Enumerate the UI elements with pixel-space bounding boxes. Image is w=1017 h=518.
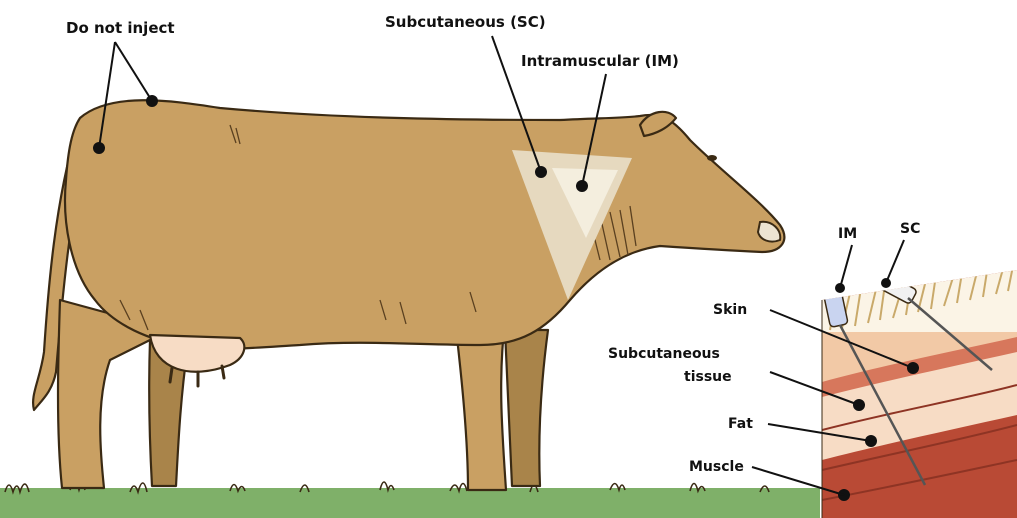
cow-illustration: [33, 100, 784, 490]
skin-label: Skin: [713, 302, 747, 318]
do-not-inject-marker-hip: [93, 142, 105, 154]
cow-front-leg-far: [505, 330, 548, 486]
cow-eye: [707, 155, 717, 161]
cow-body: [65, 100, 784, 349]
sc-needle-label: SC: [900, 221, 920, 237]
do-not-inject-label: Do not inject: [66, 19, 175, 37]
intramuscular-marker: [576, 180, 588, 192]
do-not-inject-marker-back: [146, 95, 158, 107]
intramuscular-label: Intramuscular (IM): [521, 52, 679, 70]
sc-needle-annotation: SC: [881, 221, 920, 288]
im-needle-annotation: IM: [835, 226, 857, 293]
im-needle-label: IM: [838, 226, 857, 242]
hair-layer: [822, 260, 1017, 332]
subcutaneous-tissue-label-line2: tissue: [684, 369, 732, 385]
grass-ground: [0, 482, 820, 518]
subcutaneous-tissue-annotation: Subcutaneous tissue: [608, 346, 859, 405]
fat-label: Fat: [728, 416, 753, 432]
subcutaneous-marker: [535, 166, 547, 178]
subcutaneous-tissue-label-line1: Subcutaneous: [608, 346, 720, 362]
muscle-label: Muscle: [689, 459, 744, 475]
tissue-cross-section: [822, 258, 1017, 518]
subcutaneous-label: Subcutaneous (SC): [385, 13, 546, 31]
